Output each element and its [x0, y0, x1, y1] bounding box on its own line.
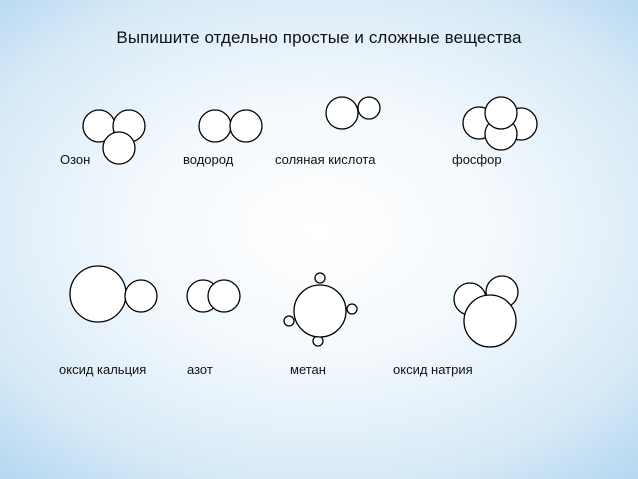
- slide-title: Выпишите отдельно простые и сложные веще…: [116, 28, 522, 47]
- label-calcium-oxide: оксид кальция: [59, 362, 147, 377]
- sodium-oxide-molecule: [453, 275, 519, 348]
- oxygen-atom: [124, 279, 158, 313]
- methane-molecule: [283, 272, 358, 347]
- nitrogen-molecule: [186, 279, 241, 313]
- label-hydrogen: водород: [183, 152, 234, 167]
- hydrogen-atom-1: [198, 109, 232, 143]
- methane-hydrogen-left: [283, 315, 295, 327]
- methane-carbon: [293, 284, 347, 338]
- hcl-atom-large: [325, 96, 359, 130]
- label-sodium-oxide: оксид натрия: [393, 362, 473, 377]
- label-nitrogen: азот: [187, 362, 213, 377]
- methane-hydrogen-right: [346, 303, 358, 315]
- label-phosphorus: фосфор: [452, 152, 502, 167]
- oxygen-atom-large: [463, 294, 517, 348]
- hydrogen-atom-2: [229, 109, 263, 143]
- calcium-oxide-molecule: [69, 265, 158, 323]
- nitrogen-atom-2: [207, 279, 241, 313]
- calcium-atom: [69, 265, 127, 323]
- ozone-atom-bottom: [102, 131, 136, 165]
- hcl-atom-small: [357, 96, 381, 120]
- phosphorus-molecule: [462, 96, 538, 151]
- hydrochloric-acid-molecule: [325, 96, 381, 130]
- label-hydrochloric-acid: соляная кислота: [275, 152, 376, 167]
- label-ozone: Озон: [60, 152, 91, 167]
- phosphorus-atom-top: [484, 96, 518, 130]
- hydrogen-molecule: [198, 109, 263, 143]
- ozone-molecule: [82, 109, 146, 165]
- methane-hydrogen-top: [314, 272, 326, 284]
- label-methane: метан: [290, 362, 326, 377]
